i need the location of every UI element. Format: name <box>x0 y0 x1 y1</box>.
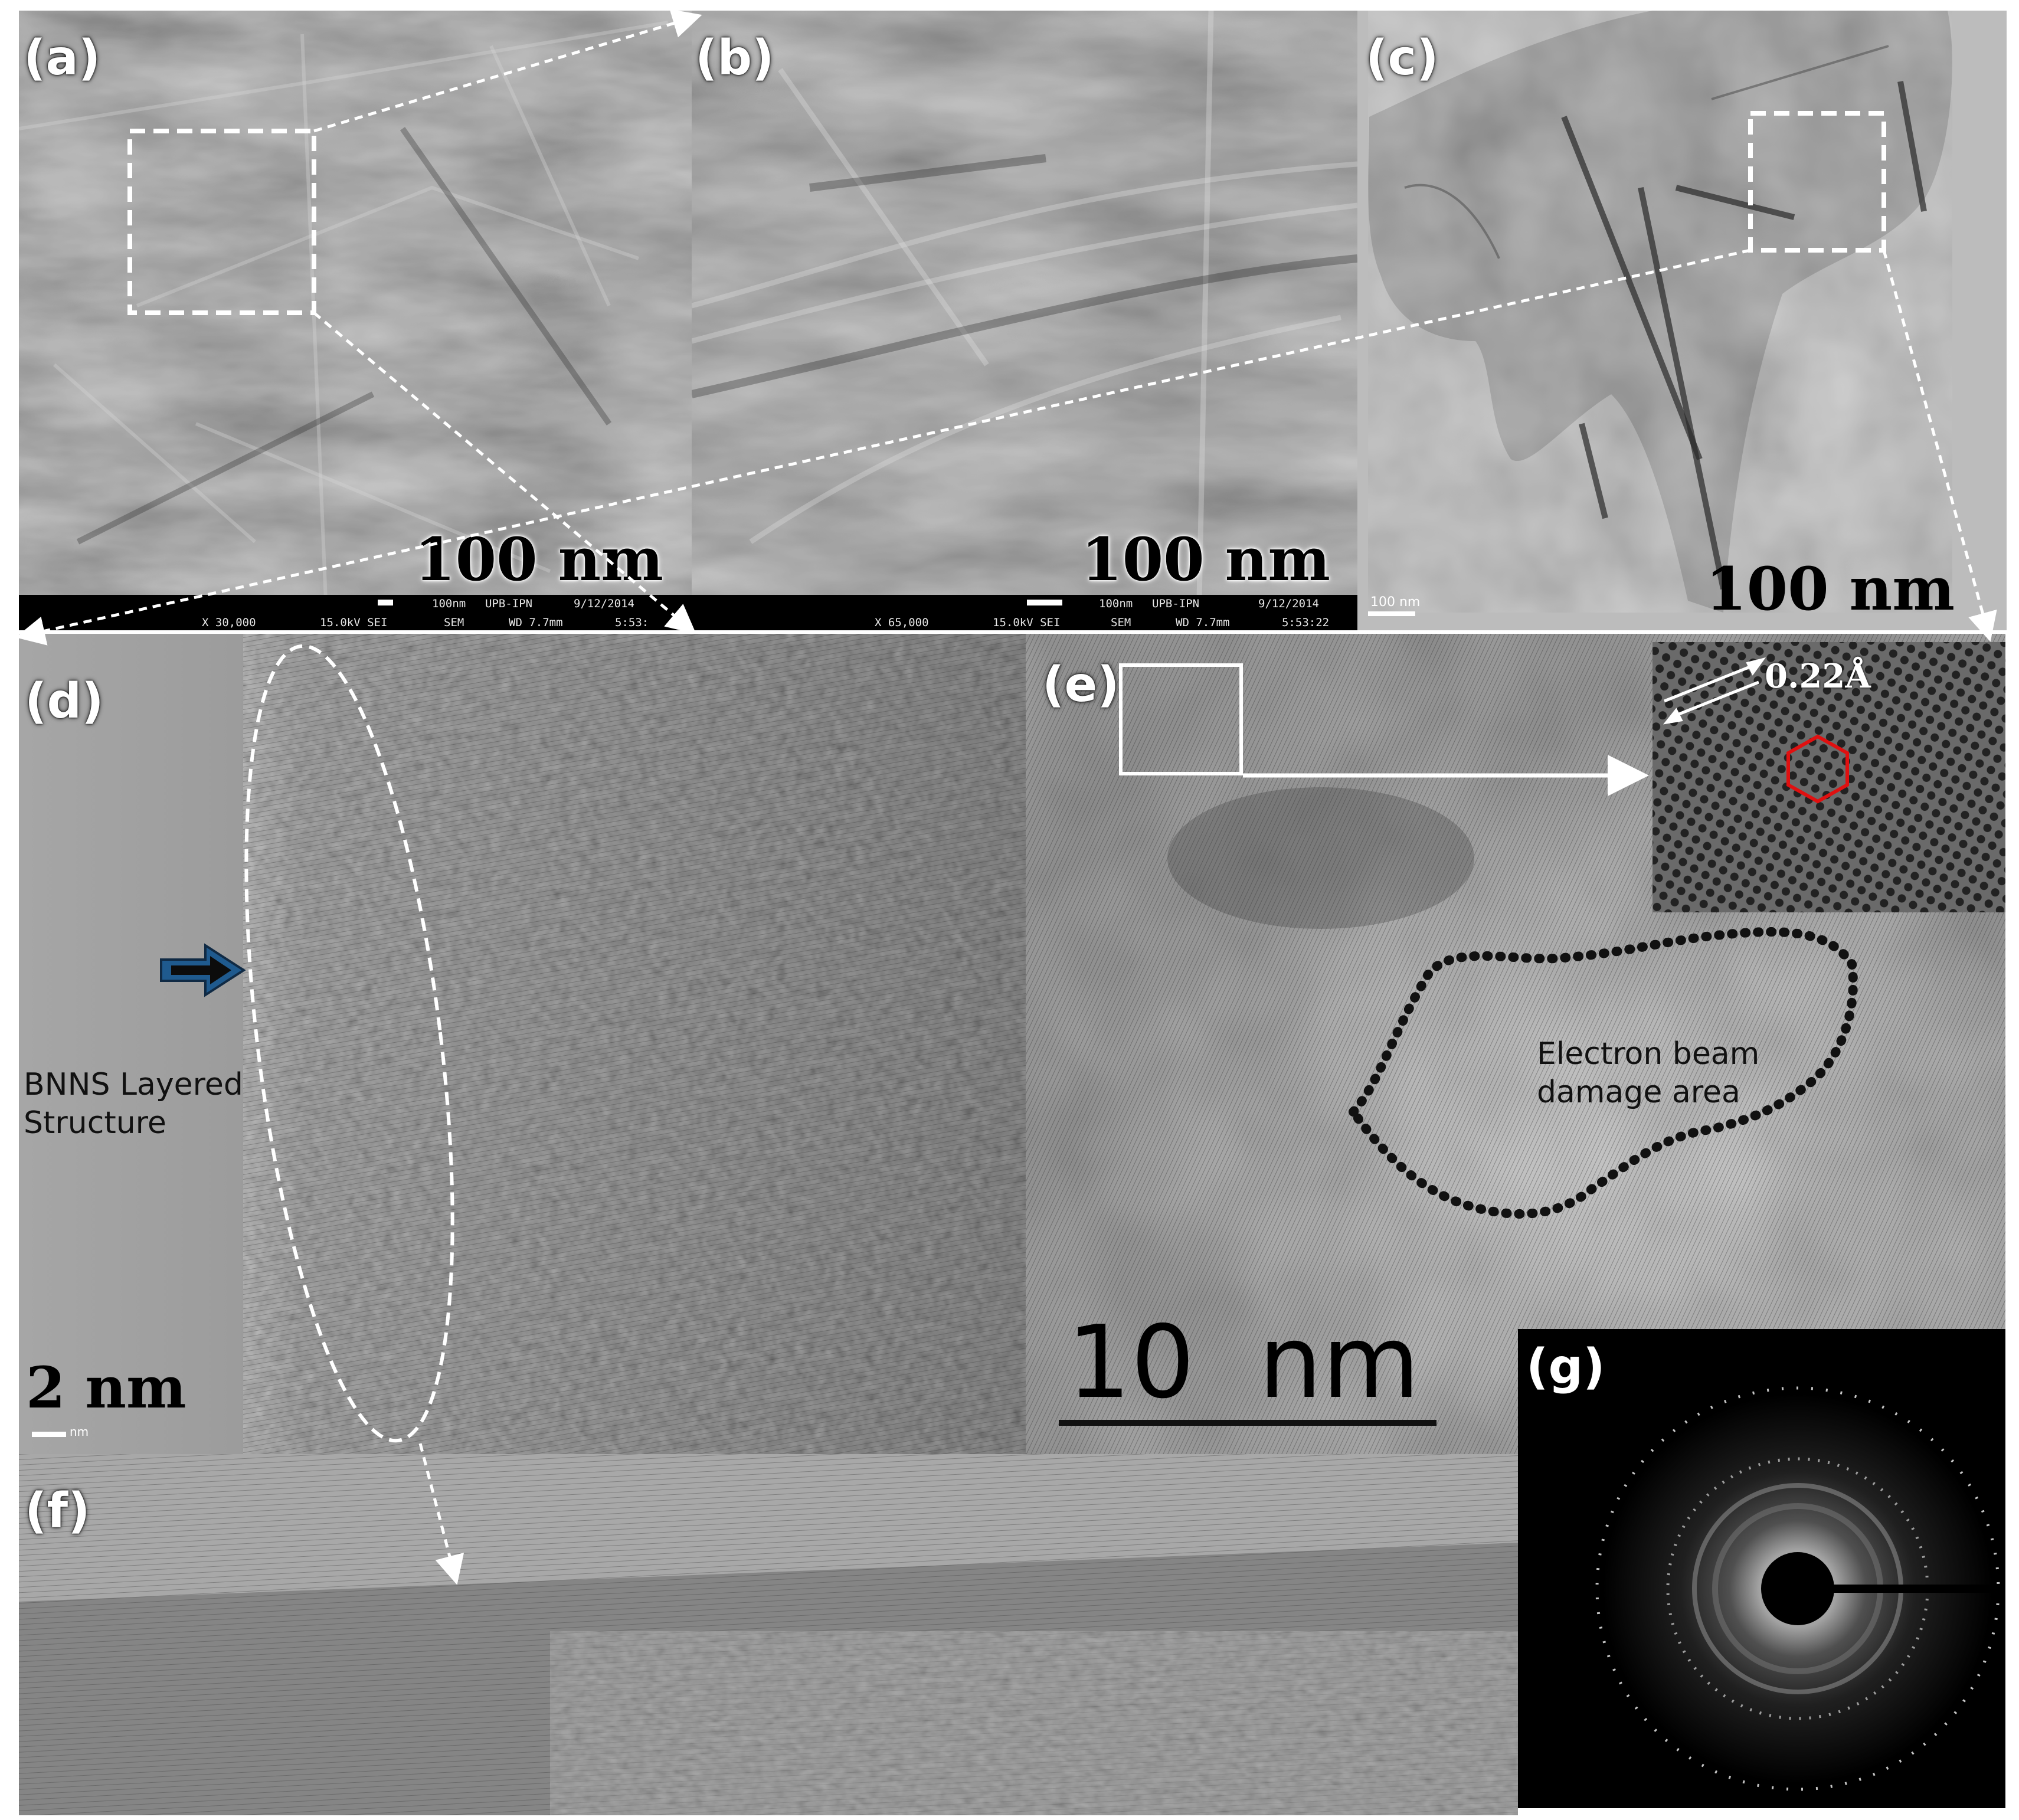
hexagon-icon <box>1786 734 1849 804</box>
panel-b-scale-label: 100 nm <box>1081 525 1331 594</box>
panel-c-micrograph <box>1357 11 2007 630</box>
panel-a-sem-info-strip: 100nm UPB-IPN 9/12/2014 X 30,000 15.0kV … <box>19 595 692 630</box>
sem-scale-bar <box>1027 600 1062 605</box>
panel-e-scale-bar <box>1059 1420 1436 1426</box>
damage-area-outline <box>1347 927 1858 1219</box>
sem-b-date: 9/12/2014 <box>1258 597 1319 610</box>
sem-b-time: 5:53:22 <box>1282 616 1330 629</box>
bnns-annotation-line1: BNNS Layered <box>24 1067 243 1102</box>
sem-a-kv: 15.0kV SEI <box>320 616 388 629</box>
panel-d-micrograph <box>19 634 1026 1454</box>
sem-b-kv: 15.0kV SEI <box>993 616 1061 629</box>
sem-b-mode: SEM <box>1111 616 1131 629</box>
sem-a-scale: 100nm <box>432 597 466 610</box>
panel-e: (e) 0.22Å Electron beam d <box>1026 634 2005 1454</box>
panel-f-label: (f) <box>25 1483 90 1539</box>
panel-g-diffraction-pattern <box>1595 1386 2005 1791</box>
damage-area-annotation: Electron beam damage area <box>1537 1035 1759 1112</box>
panel-c: (c) 100 nm 100 nm <box>1357 11 2007 630</box>
panel-f-micrograph <box>19 1454 1518 1815</box>
sem-scale-bar <box>378 600 393 605</box>
sem-b-scale: 100nm <box>1099 597 1133 610</box>
blue-arrow-icon <box>160 943 246 997</box>
panel-c-scale-label: 100 nm <box>1706 554 1955 624</box>
damage-annotation-line1: Electron beam <box>1537 1036 1760 1072</box>
sem-a-time: 5:53: <box>615 616 649 629</box>
sem-a-date: 9/12/2014 <box>574 597 634 610</box>
sem-a-id: UPB-IPN <box>485 597 533 610</box>
panel-d-scale-label: 2 nm <box>26 1354 186 1421</box>
lattice-spacing-label: 0.22Å <box>1765 657 1871 696</box>
lattice-inset: 0.22Å <box>1652 642 2005 912</box>
sem-b-wd: WD 7.7mm <box>1176 616 1230 629</box>
panel-f: (f) <box>19 1454 1518 1815</box>
panel-a-label: (a) <box>24 30 101 86</box>
panel-c-small-scale-bar <box>1368 611 1415 616</box>
panel-b-label: (b) <box>695 30 774 86</box>
panel-c-small-scale-label: 100 nm <box>1370 595 1421 610</box>
panel-b-sem-info-strip: 100nm UPB-IPN 9/12/2014 X 65,000 15.0kV … <box>692 595 1357 630</box>
panel-e-label: (e) <box>1042 657 1120 713</box>
sem-b-id: UPB-IPN <box>1152 597 1200 610</box>
panel-c-label: (c) <box>1366 30 1439 86</box>
panel-e-scale-label: 10 nm <box>1067 1304 1420 1421</box>
panel-e-source-box <box>1119 663 1243 775</box>
sem-a-mag: X 30,000 <box>202 616 256 629</box>
panel-d-label: (d) <box>25 673 104 729</box>
panel-b: (b) 100 nm 100nm UPB-IPN 9/12/2014 X 65,… <box>692 11 1357 630</box>
sem-a-mode: SEM <box>444 616 464 629</box>
sem-b-mag: X 65,000 <box>875 616 929 629</box>
sem-a-wd: WD 7.7mm <box>509 616 563 629</box>
panel-g: (g) <box>1518 1329 2005 1808</box>
panel-d: (d) BNNS Layered Structure 2 nm nm <box>19 634 1026 1454</box>
panel-d-scale-bar <box>32 1432 66 1437</box>
panel-g-label: (g) <box>1526 1339 1605 1395</box>
panel-d-small-scale-label: nm <box>70 1425 89 1439</box>
panel-a-scale-label: 100 nm <box>414 525 664 594</box>
panel-a: (a) 100 nm 100nm UPB-IPN 9/12/2014 X 30,… <box>19 11 692 630</box>
bnns-annotation-line2: Structure <box>24 1105 166 1141</box>
bnns-annotation: BNNS Layered Structure <box>24 1066 243 1143</box>
damage-annotation-line2: damage area <box>1537 1075 1740 1110</box>
